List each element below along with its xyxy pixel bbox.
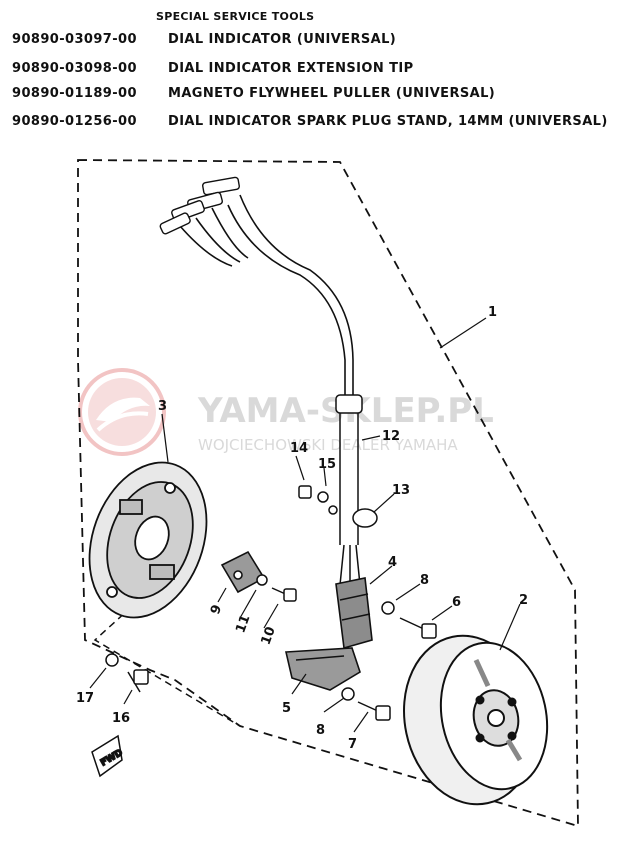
watermark: YAMA-SKLEP.PL WOJCIECHOWSKI DEALER YAMAH… bbox=[78, 368, 494, 456]
washer-8a bbox=[381, 601, 395, 615]
tool-part-number: 90890-03097-00 bbox=[12, 32, 137, 47]
wire-connectors bbox=[159, 176, 240, 235]
callout-14: 14 bbox=[290, 441, 308, 456]
callout-9: 9 bbox=[208, 603, 225, 617]
washer-17 bbox=[105, 653, 119, 667]
callout-1: 1 bbox=[488, 305, 497, 320]
washer-11 bbox=[256, 574, 268, 586]
callout-7: 7 bbox=[348, 737, 357, 752]
tool-description: MAGNETO FLYWHEEL PULLER (UNIVERSAL) bbox=[168, 86, 496, 101]
callout-17: 17 bbox=[76, 691, 94, 706]
flywheel-rotor-2 bbox=[403, 634, 549, 806]
watermark-subtitle: WOJCIECHOWSKI DEALER YAMAHA bbox=[198, 436, 458, 454]
assembly-outline-1 bbox=[77, 159, 579, 828]
tool-part-number: 90890-01189-00 bbox=[12, 86, 137, 101]
callout-6: 6 bbox=[452, 595, 461, 610]
tool-description: DIAL INDICATOR EXTENSION TIP bbox=[168, 61, 414, 76]
leader-lines bbox=[89, 317, 521, 733]
watermark-logo-icon bbox=[78, 368, 166, 456]
callout-12: 12 bbox=[382, 429, 400, 444]
wire-harness bbox=[179, 194, 354, 395]
magneto-exploded-diagram: YAMA-SKLEP.PL WOJCIECHOWSKI DEALER YAMAH… bbox=[76, 159, 579, 828]
lighting-coil-5 bbox=[285, 647, 361, 691]
callout-15: 15 bbox=[318, 457, 336, 472]
callout-4: 4 bbox=[388, 555, 397, 570]
pickup-coil-9 bbox=[220, 550, 266, 594]
callout-13: 13 bbox=[392, 483, 410, 498]
tool-part-number: 90890-01256-00 bbox=[12, 114, 137, 129]
callout-16: 16 bbox=[112, 711, 130, 726]
callouts: 1 2 3 4 5 6 7 8 8 9 10 11 12 13 14 15 16… bbox=[76, 305, 528, 752]
clamp-13 bbox=[352, 508, 378, 528]
screw-7 bbox=[357, 701, 391, 721]
callout-8a: 8 bbox=[420, 573, 429, 588]
tool-description: DIAL INDICATOR (UNIVERSAL) bbox=[168, 32, 397, 47]
stator-base-3 bbox=[88, 461, 208, 619]
callout-10: 10 bbox=[259, 625, 279, 647]
washer-15b bbox=[328, 505, 338, 515]
tool-description: DIAL INDICATOR SPARK PLUG STAND, 14MM (U… bbox=[168, 114, 608, 129]
callout-5: 5 bbox=[282, 701, 291, 716]
tool-part-number: 90890-03098-00 bbox=[12, 61, 137, 76]
grommet-12 bbox=[335, 394, 363, 586]
callout-11: 11 bbox=[233, 613, 253, 635]
callout-2: 2 bbox=[519, 593, 528, 608]
washer-8b bbox=[341, 687, 355, 701]
special-tools-heading: SPECIAL SERVICE TOOLS bbox=[156, 10, 315, 23]
screw-6 bbox=[399, 617, 437, 639]
callout-3: 3 bbox=[158, 399, 167, 414]
charge-coil-4 bbox=[335, 577, 373, 650]
fwd-arrow-icon: FWD bbox=[91, 734, 125, 778]
washer-15 bbox=[317, 491, 329, 503]
screw-16 bbox=[127, 669, 149, 693]
screw-10 bbox=[271, 587, 297, 602]
screw-14 bbox=[298, 485, 312, 499]
callout-8b: 8 bbox=[316, 723, 325, 738]
